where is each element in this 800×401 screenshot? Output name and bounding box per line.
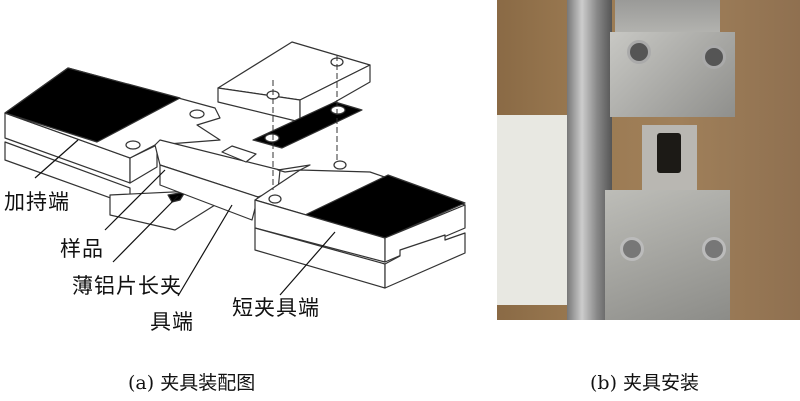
background-poster — [497, 115, 572, 305]
bolt-icon — [702, 45, 726, 69]
left-black-pad — [4, 67, 181, 143]
bolt-icon — [627, 40, 651, 64]
caption-a: (a) 夹具装配图 — [128, 372, 256, 394]
specimen-window — [657, 133, 681, 173]
bolt-icon — [702, 237, 726, 261]
label-long-clamp-line1: 薄铝片长夹 — [72, 274, 182, 298]
machine-column — [567, 0, 612, 320]
fixture-assembly-diagram — [4, 41, 466, 297]
label-sample: 样品 — [60, 237, 104, 261]
leader-lines — [34, 139, 336, 297]
caption-b: (b) 夹具安装 — [590, 372, 700, 394]
label-short-clamp: 短夹具端 — [232, 296, 320, 320]
bolt-icon — [620, 237, 644, 261]
label-clamp-end: 加持端 — [4, 190, 70, 214]
fixture-installation-photo — [497, 0, 800, 320]
label-long-clamp-line2: 具端 — [150, 310, 194, 334]
